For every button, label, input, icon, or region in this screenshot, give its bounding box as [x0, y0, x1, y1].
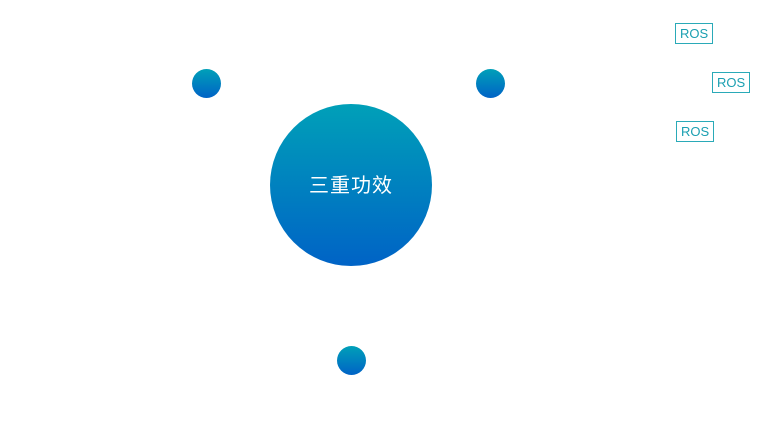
ros-tag: ROS: [712, 72, 751, 93]
ros-tag: ROS: [676, 121, 715, 142]
ros-tag: ROS: [675, 23, 714, 44]
center-hub-circle: 三重功效: [270, 104, 432, 266]
node-right-dot: [476, 69, 505, 98]
node-left-dot: [192, 69, 221, 98]
center-hub-label: 三重功效: [309, 173, 393, 197]
node-bottom-dot: [337, 346, 366, 375]
